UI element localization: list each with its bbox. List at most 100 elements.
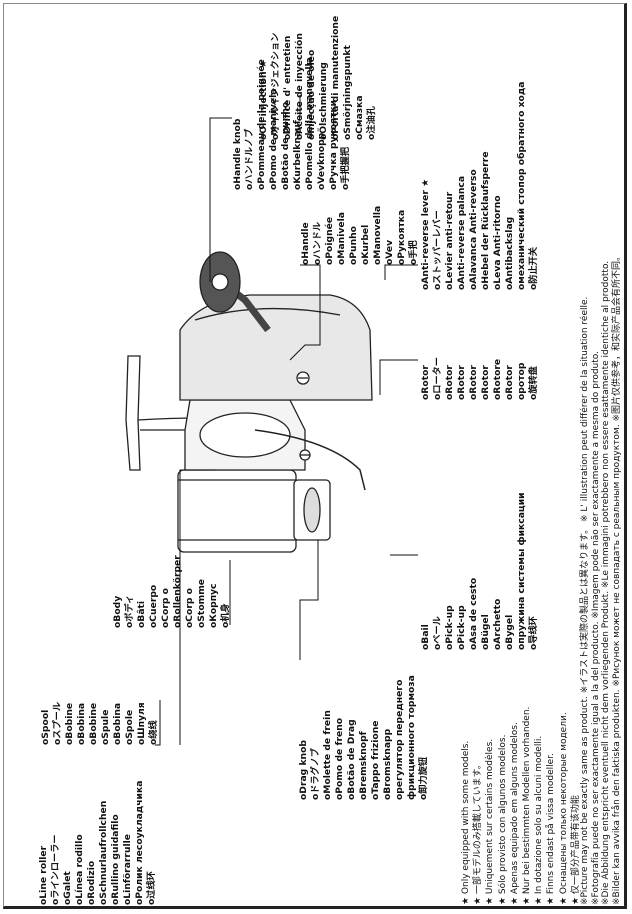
handle-label-ru: oРукоятка — [396, 209, 407, 265]
handle-label-pt: oPunho — [348, 226, 359, 265]
rotor-labels: oRotor oローター oRotor oRotor oRotor oRotor… — [420, 357, 540, 400]
anti-reverse-label-ru: oмеханический стопор обратного хода — [516, 81, 527, 290]
anti-reverse-label-de: oHebel der Rücklaufsperre — [480, 151, 491, 290]
line-roller-label-sv: oLinförarrulle — [122, 833, 133, 905]
oil-injection-label: oOil injection ★ — [258, 60, 269, 140]
reel-bail — [254, 429, 366, 491]
line-roller-label-zh: o过线环 — [146, 871, 157, 905]
disclaimer: ※Picture may not be exactly same as prod… — [580, 252, 622, 905]
bail-label-zh: o导线环 — [528, 616, 539, 650]
oil-injection-label-zh: o注油孔 — [366, 106, 377, 140]
line-roller-label-ru: oРолик лесоукладчика — [134, 780, 145, 905]
oil-injection-label-ru: oСмазка — [354, 95, 365, 140]
models-note-line: ★ Nur bei bestimmten Modellen vorhanden. — [522, 706, 533, 905]
disclaimer-line: ※Picture may not be exactly same as prod… — [580, 296, 590, 905]
body-label-zh: o机身 — [220, 603, 231, 628]
handle-label-ja: oハンドル — [312, 221, 323, 265]
anti-reverse-label-zh: o防止开关 — [528, 246, 539, 290]
body-label: oBody — [112, 595, 123, 628]
rotor-label-it: oRotore — [492, 358, 503, 400]
rotor-label-fr: oRotor — [444, 365, 455, 400]
body-label-pt: oCorp o — [160, 588, 171, 628]
anti-reverse-label-it: oLeva Anti-ritorno — [492, 195, 503, 290]
bail-label-de: oBügel — [480, 614, 491, 650]
models-note-line: ★ In dotazione solo su alcuni modelli. — [534, 735, 545, 905]
models-note-line: ★ Finns endast på vissa modeller. — [546, 753, 557, 905]
bail-label-it: oArchetto — [492, 598, 503, 650]
drag-knob-label: oDrag knob — [298, 740, 309, 800]
rotor-label-zh: o旋转盘 — [528, 366, 539, 400]
spool-label-zh: o绕线 — [148, 720, 159, 745]
bail-label-ja: oベール — [432, 616, 443, 650]
drag-knob-labels: oDrag knob oドラグノブ oMolette de frein oPom… — [298, 675, 430, 800]
leader-line-roller — [179, 469, 215, 745]
bail-label: oBail — [420, 624, 431, 650]
handle-label: oHandle — [300, 222, 311, 265]
line-roller-label-es: oLínea rodillo — [74, 834, 85, 905]
handle-label-fr: oPoignée — [324, 216, 335, 265]
handle-label-it: oManovella — [372, 205, 383, 265]
rotor-label-de: oRotor — [480, 365, 491, 400]
spool-label-de: oSpule — [100, 709, 111, 745]
drag-knob-label-es: oPomo de freno — [334, 717, 345, 800]
line-roller-label: oLine roller — [38, 845, 49, 905]
spool-label-ru: oШпуля — [136, 702, 147, 745]
oil-injection-label-fr: oOrifice d' entretien — [282, 35, 293, 140]
disclaimer-line: ※Bilder kan avvika från den faktiska pro… — [611, 252, 622, 905]
anti-reverse-label-ja: oストッパーレバー — [432, 210, 443, 290]
drag-knob-label-ru-2: фрикционного тормоза — [406, 675, 417, 800]
body-label-sv: oStomme — [196, 578, 207, 628]
anti-reverse-label: oAnti-reverse lever ★ — [420, 178, 431, 290]
bail-labels: oBail oベール oPick-up oPick-up oAsa de ces… — [420, 492, 540, 650]
drag-knob-label-zh: o卸力旋钮 — [418, 756, 429, 800]
anti-reverse-label-fr: oLevier anti-retour — [444, 191, 455, 290]
handle-knob-label: oHandle knob — [232, 118, 243, 190]
handle-label-es: oManivela — [336, 212, 347, 265]
spool-label-es: oBobina — [76, 702, 87, 745]
drag-knob-label-de: oBremsknopf — [358, 731, 369, 800]
body-label-ja: oボディ — [124, 594, 135, 628]
drag-knob-label-it: oTappo frizione — [370, 720, 381, 800]
anti-reverse-label-es: oAnti-reverse palanca — [456, 175, 467, 290]
models-note: ★ Only equipped with some models. ★ 一部モデ… — [460, 707, 582, 905]
line-roller-label-pt: oRodizio — [86, 860, 97, 905]
bail-label-pt: oAsa de cesto — [468, 577, 479, 650]
spool-label-ja: oスプール — [52, 701, 63, 745]
models-note-line: ★ Only equipped with some models. — [461, 740, 471, 905]
models-note-line: ★ 一部モデルのみ搭載しています。 — [473, 760, 484, 905]
disclaimer-line: ※Fotografía puede no ser exactamente igu… — [590, 350, 601, 905]
reel-foot — [125, 355, 141, 471]
rotor-label-ja: oローター — [432, 356, 443, 400]
body-label-es: oCuerpo — [148, 584, 159, 628]
line-roller-label-it: oRullino guidafilo — [110, 814, 121, 905]
rotor-label-es: oRotor — [456, 365, 467, 400]
oil-injection-label-sv: oSmörjningspunkt — [342, 45, 353, 140]
bail-label-es: oPick-up — [456, 605, 467, 650]
handle-label-zh: o手把 — [408, 240, 419, 265]
leader-spool — [155, 700, 161, 746]
rotor-label-sv: oRotor — [504, 365, 515, 400]
leader-drag-knob — [299, 540, 319, 660]
spool-label-pt: oBobine — [88, 702, 99, 745]
drag-knob-label-fr: oMolette de frein — [322, 710, 333, 800]
body-labels: oBody oボディ oBâti oCuerpo oCorp o oRollen… — [112, 555, 232, 628]
models-note-line: ★ Apenas equipado em alguns modelos. — [509, 722, 520, 905]
spool-label-sv: oSpole — [124, 709, 135, 745]
rotor-label-pt: oRotor — [468, 365, 479, 400]
oil-injection-labels: oOil injection ★ oオイルインジェクション oOrifice d… — [258, 16, 378, 140]
line-roller-label-fr: oGalet — [62, 871, 73, 905]
line-roller-label-de: oSchnurlaufrollchen — [98, 800, 109, 905]
drag-knob-label-ja: oドラグノブ — [310, 747, 321, 800]
spool-label-fr: oBobine — [64, 702, 75, 745]
line-roller-labels: oLine roller oラインローラー oGalet oLínea rodi… — [38, 781, 158, 905]
spool-label-it: oBobina — [112, 702, 123, 745]
anti-reverse-label-sv: oAntibackslag — [504, 216, 515, 290]
drag-knob-label-pt: oBotão de Drag — [346, 719, 357, 800]
anti-reverse-label-pt: oAlavanca Anti-reverso — [468, 169, 479, 290]
spool-label: oSpool — [40, 709, 51, 745]
drag-knob-label-ru: oрегулятор переднего — [394, 679, 405, 800]
handle-labels: oHandle oハンドル oPoignée oManivela oPunho … — [300, 206, 420, 265]
rotor-label: oRotor — [420, 365, 431, 400]
leader-handle-knob — [209, 117, 232, 282]
